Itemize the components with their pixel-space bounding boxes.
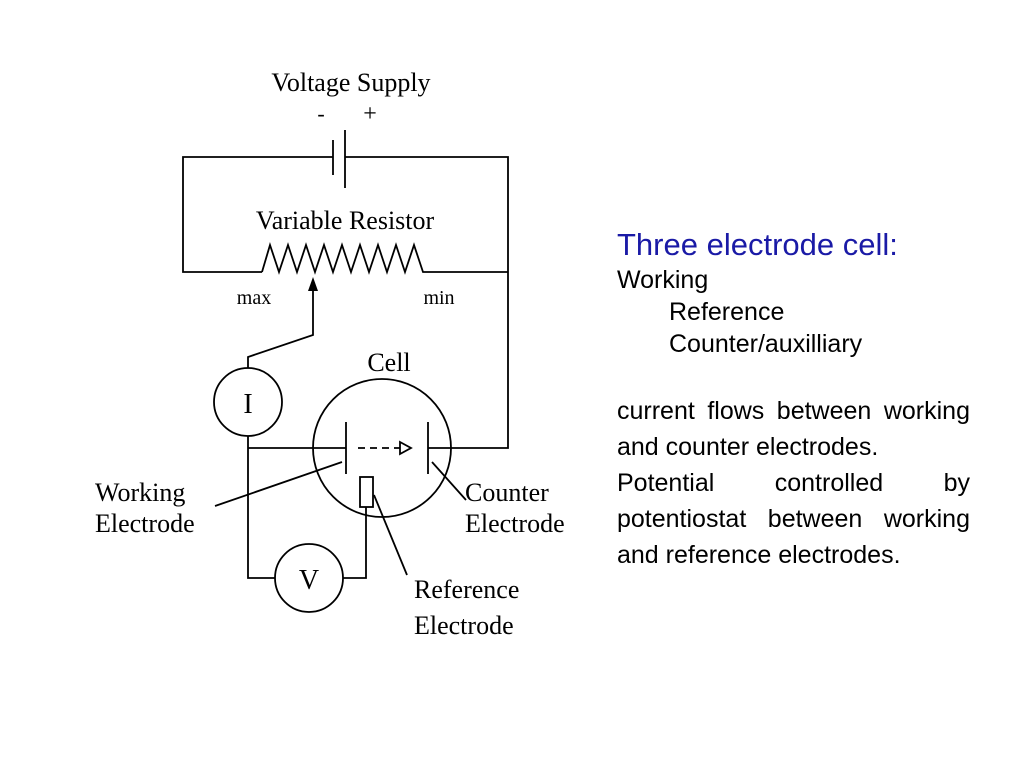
- supply-minus-sign: -: [317, 101, 324, 126]
- electrode-item-counter: Counter/auxilliary: [669, 330, 863, 358]
- cell-vessel: [312, 378, 452, 518]
- variable-resistor: [261, 242, 508, 275]
- reference-electrode-leader: [373, 494, 408, 576]
- wiper-arrow-icon: [308, 277, 318, 291]
- voltage-supply-battery: [182, 130, 509, 449]
- supply-plus-sign: +: [363, 101, 377, 127]
- reference-electrode-label: Reference Electrode: [414, 575, 526, 640]
- panel-title: Three electrode cell:: [617, 227, 898, 262]
- explanation-panel: Three electrode cell: Working Reference …: [617, 226, 970, 573]
- electrode-list: Working Reference Counter/auxilliary: [617, 264, 970, 360]
- variable-resistor-label: Variable Resistor: [256, 206, 435, 235]
- cell-label: Cell: [367, 348, 410, 377]
- working-electrode-leader: [214, 461, 343, 507]
- ammeter-symbol: I: [243, 389, 252, 420]
- voltmeter-symbol: V: [299, 565, 319, 596]
- working-electrode-label: Working Electrode: [95, 478, 195, 538]
- electrode-item-working: Working: [617, 266, 709, 294]
- current-flow-arrowhead-icon: [399, 440, 413, 456]
- electrode-item-reference: Reference: [669, 298, 785, 326]
- three-electrode-circuit-diagram: Voltage Supply - + Variable Resistor max…: [95, 68, 565, 640]
- resistor-min-label: min: [423, 287, 454, 309]
- current-flow-paragraph: current flows between working and counte…: [617, 397, 970, 461]
- reference-electrode-body: [359, 476, 374, 508]
- resistor-wiper: [247, 284, 314, 368]
- voltage-supply-label: Voltage Supply: [271, 68, 430, 97]
- voltmeter: V: [274, 543, 344, 613]
- ammeter: I: [213, 367, 283, 437]
- counter-electrode-label: Counter Electrode: [465, 478, 565, 538]
- resistor-max-label: max: [237, 287, 271, 309]
- counter-electrode-leader: [431, 461, 467, 501]
- potential-control-paragraph: Potential controlled by potentiostat bet…: [617, 469, 970, 569]
